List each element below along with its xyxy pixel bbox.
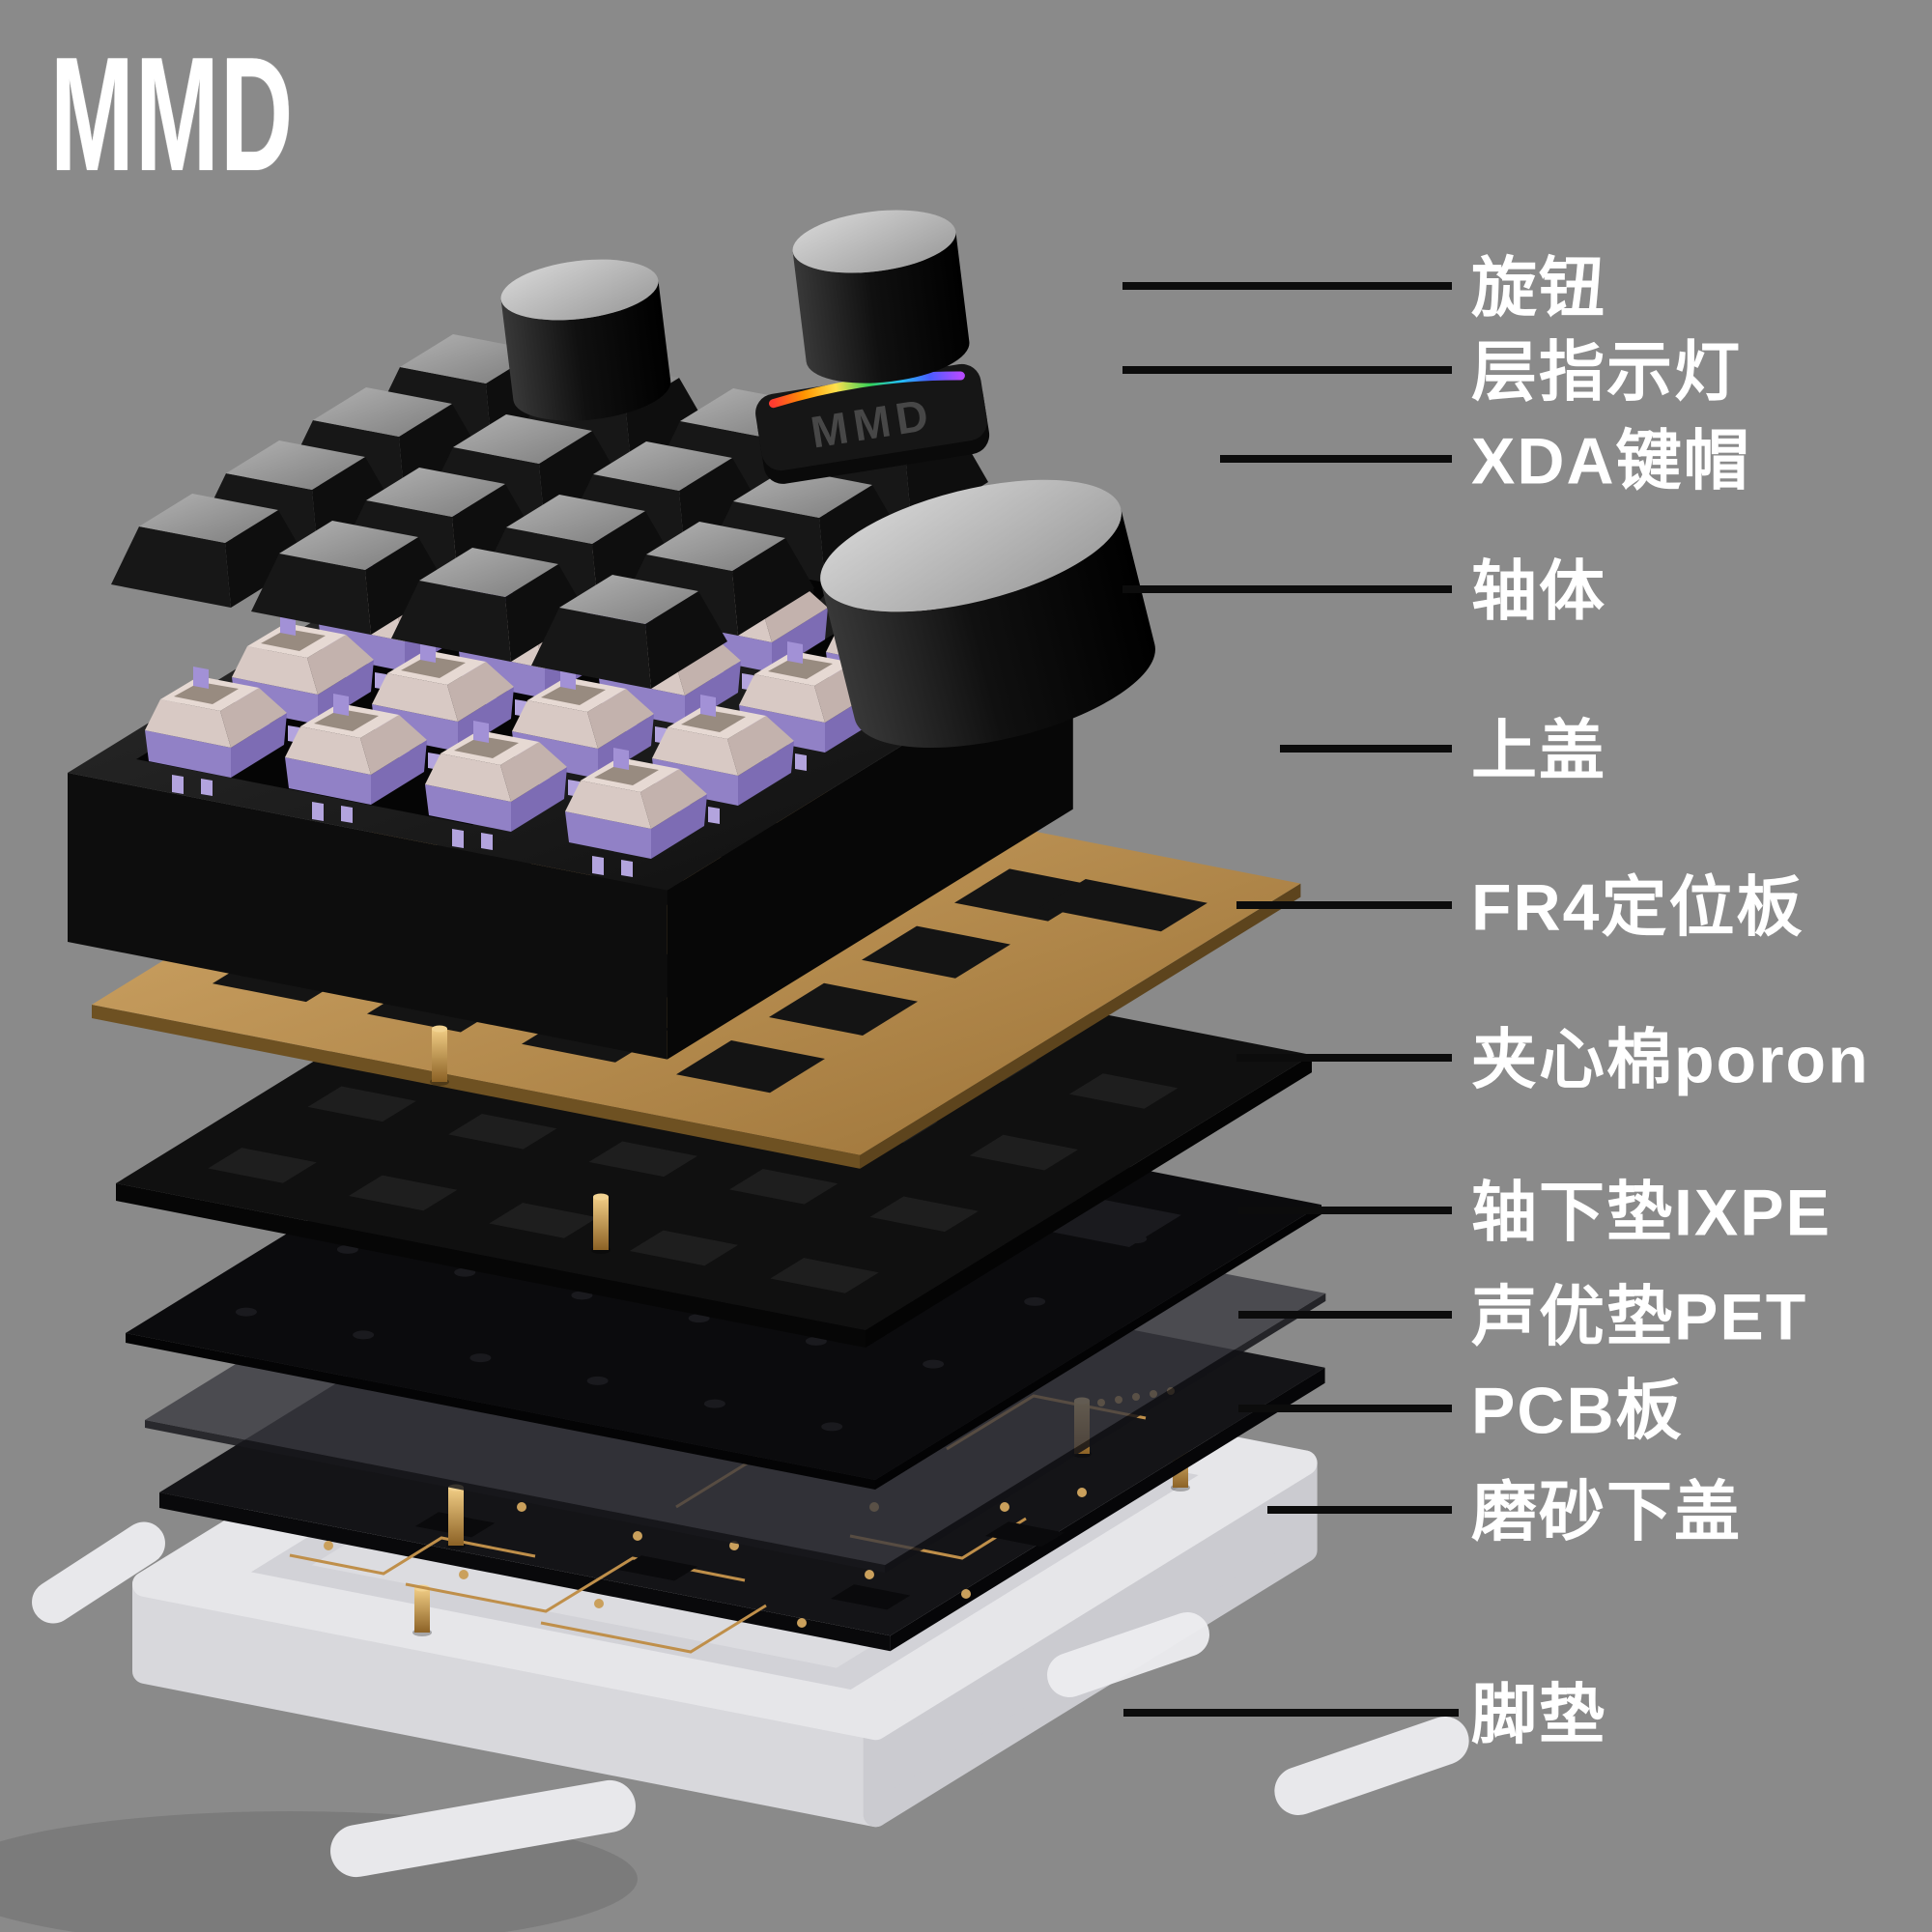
- label-foot-pads: 脚垫: [1471, 1678, 1607, 1752]
- leader-line-ixpe-pad: [1238, 1207, 1452, 1214]
- leader-line-frosted-bottom-case: [1267, 1506, 1452, 1514]
- foot-pads: [32, 1521, 1469, 1878]
- label-layer-indicator: 层指示灯: [1471, 335, 1743, 410]
- mmd-logo: MMD: [50, 23, 295, 205]
- big-knob: [820, 479, 1155, 748]
- label-knob: 旋钮: [1471, 251, 1607, 326]
- leader-line-switches: [1122, 585, 1452, 593]
- label-ixpe-pad: 轴下垫IXPE: [1471, 1176, 1832, 1250]
- leader-line-fr4-plate: [1236, 901, 1452, 909]
- label-pcb: PCB板: [1471, 1374, 1684, 1448]
- leader-line-foot-pads: [1123, 1709, 1459, 1717]
- leader-line-pet-pad: [1238, 1311, 1452, 1319]
- label-switches: 轴体: [1471, 554, 1607, 629]
- label-poron-foam: 夹心棉poron: [1471, 1023, 1870, 1097]
- label-xda-keycaps: XDA键帽: [1471, 424, 1751, 498]
- label-fr4-plate: FR4定位板: [1471, 870, 1804, 945]
- label-top-case: 上盖: [1471, 714, 1607, 788]
- leader-line-layer-indicator: [1122, 366, 1452, 374]
- label-frosted-bottom-case: 磨砂下盖: [1471, 1475, 1743, 1549]
- leader-line-knob: [1122, 282, 1452, 290]
- leader-line-poron-foam: [1236, 1054, 1452, 1062]
- leader-line-xda-keycaps: [1220, 455, 1452, 463]
- leader-line-pcb: [1238, 1405, 1452, 1412]
- leader-line-top-case: [1280, 745, 1452, 753]
- small-knob-1: [500, 259, 671, 421]
- small-knob-2: [792, 210, 970, 384]
- label-pet-pad: 声优垫PET: [1471, 1280, 1808, 1354]
- layer-indicator-bar: MMD: [755, 363, 990, 484]
